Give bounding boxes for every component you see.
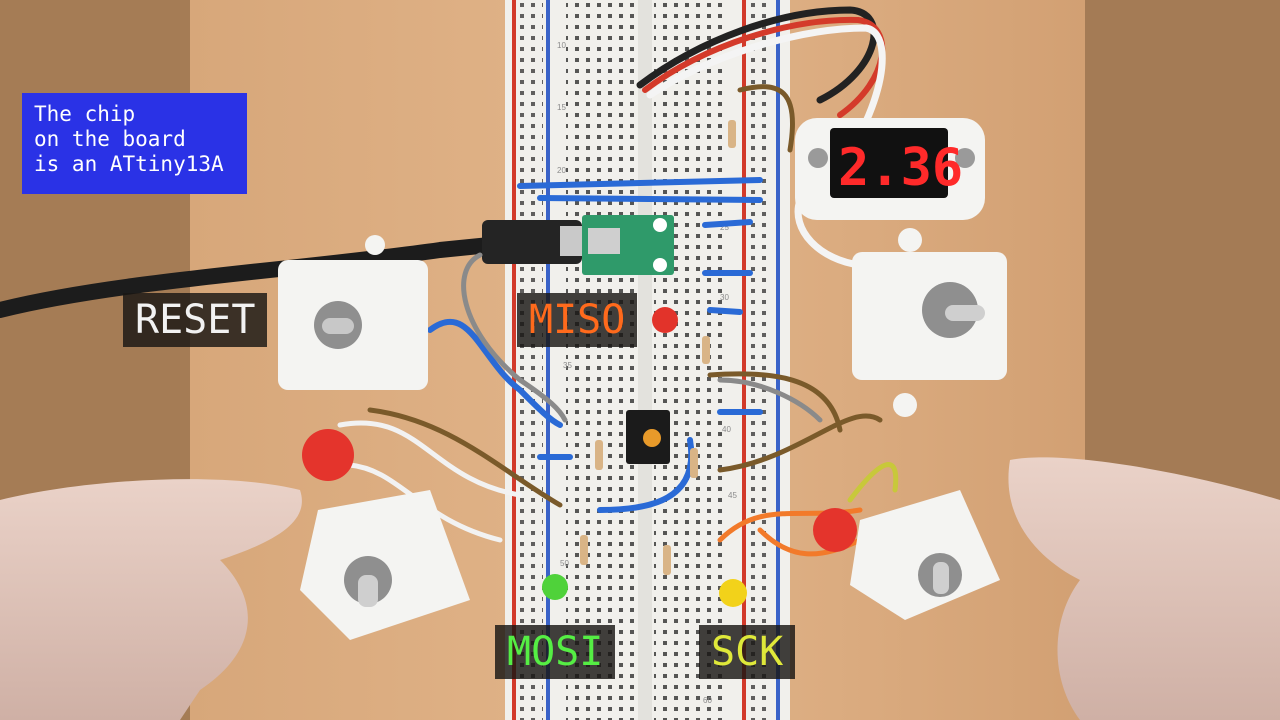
row-number: 25 [720,223,729,232]
row-number: 20 [557,166,566,175]
voltmeter: 2.36 [795,118,985,220]
grey-wires [461,252,823,423]
miso-label: MISO [517,293,638,347]
row-number: 40 [722,425,731,434]
right-hand [1008,457,1280,720]
yellow-led [719,579,747,607]
reset-switch [278,235,428,390]
info-note-line: is an ATtiny13A [34,152,224,176]
left-hand [0,479,302,720]
info-note-line: The chip [34,102,136,126]
row-number: 35 [563,361,572,370]
red-led-left [302,429,354,481]
green-led [542,574,568,600]
usb-cable [0,220,590,318]
row-number: 45 [728,491,737,500]
sck-label: SCK [699,625,796,679]
resistors [580,120,736,575]
row-number: 50 [560,559,569,568]
row-number: 10 [557,41,566,50]
toggle-switch-right-top [852,228,1007,417]
row-number: 60 [703,696,712,705]
info-note: The chip on the board is an ATtiny13A [22,93,247,194]
usb-breakout-board [582,215,674,275]
voltmeter-reading: 2.36 [838,138,963,198]
mosi-label: MOSI [495,625,616,679]
ribbon-cable [636,6,886,269]
info-note-line: on the board [34,127,186,151]
row-number: 30 [720,293,729,302]
red-led [652,307,678,333]
reset-label: RESET [123,293,268,347]
red-led-right [813,508,857,552]
row-number: 15 [557,103,566,112]
breadboard [505,0,790,720]
toggle-switch-left-bottom [300,490,470,640]
brown-wires [367,84,883,508]
attiny-chip [626,410,670,464]
toggle-switch-right-bottom [850,490,1000,620]
